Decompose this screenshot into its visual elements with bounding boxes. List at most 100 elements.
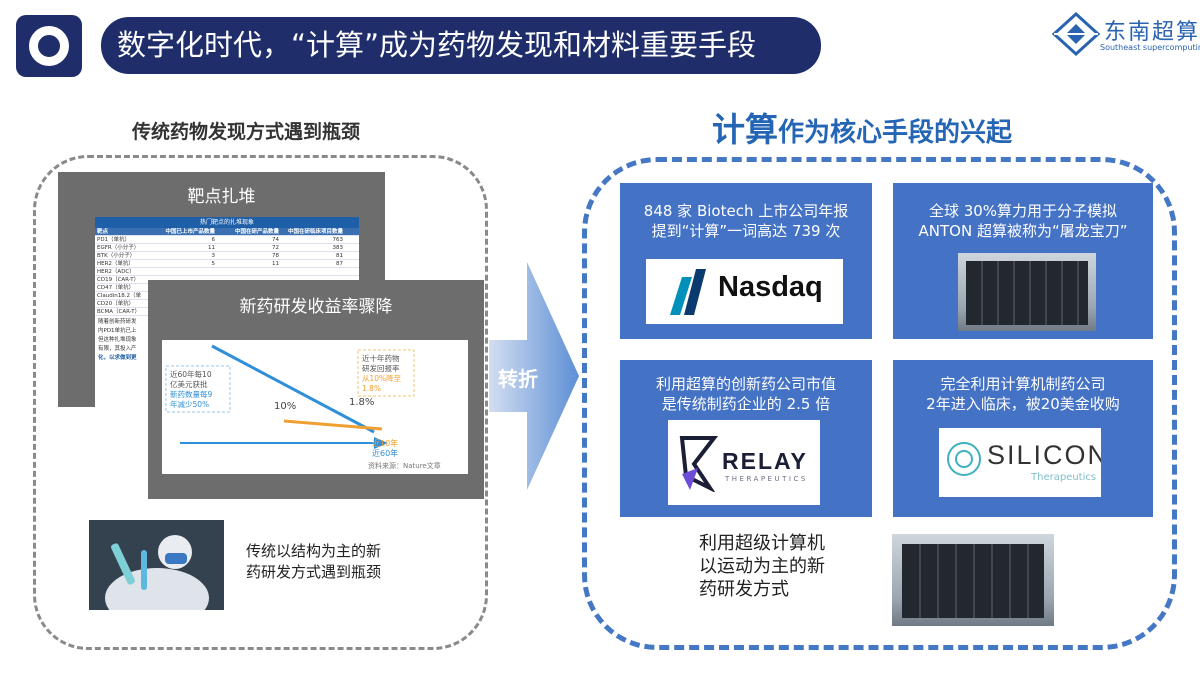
table-header: 中国在研临床项目数量 — [287, 229, 343, 235]
lab-researcher-photo — [89, 520, 224, 610]
transition-label: 转折 — [498, 367, 538, 391]
table-cell: 78 — [272, 253, 279, 259]
tile-text-line: 是传统制药企业的 2.5 倍 — [661, 395, 831, 413]
table-note: 随着创新药研发 内PD1单抗已上 但这种扎堆现象 有限，其投入产 化，以求做到更 — [95, 316, 359, 365]
tile-text-line: 提到“计算”一词高达 739 次 — [651, 222, 841, 240]
rd-return-chart-svg: 近60年每10 亿美元获批 新药数量每9 年减少50% 近十年药物 研发回报率 … — [165, 344, 441, 470]
right-note-line: 1.8% — [362, 384, 381, 393]
left-dashed-frame — [33, 155, 488, 650]
tile-text-line: 全球 30%算力用于分子模拟 — [928, 202, 1118, 220]
left-caption: 传统以结构为主的新 药研发方式遇到瓶颈 — [246, 541, 381, 583]
left-note-box — [165, 365, 231, 413]
tile-text-line: 利用超算的创新药公司市值 — [655, 375, 836, 393]
supercomputer-photo — [892, 534, 1054, 626]
right-note-line: 近十年药物 — [362, 353, 400, 363]
table-cell: 87 — [336, 261, 343, 267]
right-heading-emphasis: 计算 — [712, 110, 778, 149]
right-caption-line: 以运动为主的新 — [699, 556, 825, 577]
table-row: BTK（小分子） 3 78 81 — [95, 252, 359, 260]
left-note-line: 年减少50% — [170, 399, 209, 409]
rd-return-title: 新药研发收益率骤降 — [239, 297, 393, 317]
table-header: 靶点 — [97, 229, 109, 235]
table-cell: EGFR（小分子） — [97, 245, 140, 251]
rd-return-card: 新药研发收益率骤降 近60年每10 亿美元获批 新药数量每9 年减少50% 近十… — [148, 280, 484, 499]
right-heading: 计算作为核心手段的兴起 — [712, 103, 1012, 151]
table-cell: 383 — [332, 245, 344, 251]
nasdaq-wordmark: Nasdaq — [718, 271, 823, 303]
tile-text-line: 848 家 Biotech 上市公司年报 — [643, 202, 849, 220]
table-cell: 763 — [332, 237, 344, 243]
trend-line-blue — [211, 344, 375, 434]
table-cell — [281, 268, 345, 275]
right-heading-rest: 作为核心手段的兴起 — [778, 118, 1013, 148]
target-crowding-title: 靶点扎堆 — [187, 187, 256, 207]
relay-wordmark: RELAY — [722, 448, 808, 474]
page-title: 数字化时代，“计算”成为药物发现和材料重要手段 — [101, 17, 821, 74]
table-cell: 3 — [211, 253, 216, 259]
tile-text-line: 2年进入临床，被20美金收购 — [926, 395, 1120, 413]
table-note-line: 但这种扎堆现象 — [98, 337, 137, 343]
table-cell — [217, 268, 281, 275]
table-row: EGFR（小分子） 11 72 383 — [95, 244, 359, 252]
table-cell: HER2（单抗） — [97, 261, 134, 267]
nasdaq-logo: Nasdaq — [646, 259, 843, 324]
table-cell: PD1（单抗） — [97, 237, 131, 243]
left-caption-line: 药研发方式遇到瓶颈 — [246, 563, 382, 581]
axis-label: 近60年 — [372, 448, 398, 458]
table-cell: Claudin18.2（单 — [97, 293, 141, 299]
left-heading: 传统药物发现方式遇到瓶颈 — [132, 121, 361, 143]
left-note-line: 新药数量每9 — [170, 389, 212, 399]
right-note-box — [357, 349, 415, 397]
table-header: 中国在研产品数量 — [234, 229, 279, 235]
table-header-row: 靶点 中国已上市产品数量 中国在研产品数量 中国在研临床项目数量 — [95, 228, 359, 236]
silicon-subtitle: Therapeutics — [1031, 472, 1097, 483]
left-caption-line: 传统以结构为主的新 — [246, 542, 382, 560]
nasdaq-mark-icon — [670, 269, 706, 315]
right-caption-line: 药研发方式 — [699, 579, 789, 600]
rd-return-chart: 近60年每10 亿美元获批 新药数量每9 年减少50% 近十年药物 研发回报率 … — [162, 340, 468, 474]
brand-name: 东南超算 — [1104, 20, 1200, 45]
hot-target-table-title: 热门靶点的扎堆现象 — [95, 217, 359, 228]
left-note-line: 亿美元获批 — [170, 379, 208, 389]
table-cell: BCMA（CAR-T） — [97, 309, 141, 315]
table-row: HER2（单抗） 5 11 87 — [95, 260, 359, 268]
brand-emblem-icon — [1052, 12, 1100, 56]
table-cell: 11 — [208, 245, 215, 251]
table-cell: 5 — [211, 261, 216, 267]
value-label-18: 1.8% — [349, 397, 374, 408]
table-cell: BTK（小分子） — [97, 253, 136, 259]
table-cell: 72 — [272, 245, 279, 251]
table-cell: 74 — [272, 237, 279, 243]
server-rack-illustration — [966, 261, 1088, 325]
right-note-line: 研发回报率 — [362, 363, 400, 373]
table-cell: 81 — [336, 253, 343, 259]
table-row: HER2（ADC） — [95, 268, 359, 276]
app-logo — [16, 15, 82, 77]
brand-subtitle: Southeast supercomputing — [1100, 43, 1200, 52]
table-note-line: 化，以求做到更 — [98, 355, 137, 361]
table-cell — [153, 268, 217, 275]
right-caption: 利用超级计算机 以运动为主的新 药研发方式 — [699, 532, 825, 601]
tile-text-line: 完全利用计算机制药公司 — [940, 375, 1106, 393]
table-cell: HER2（ADC） — [97, 269, 135, 275]
table-note-line: 内PD1单抗已上 — [98, 328, 137, 334]
relay-logo: RELAY THERAPEUTICS — [668, 420, 820, 505]
brand-logo: 东南超算 Southeast supercomputing — [1052, 10, 1200, 70]
table-note-line: 随着创新药研发 — [98, 319, 137, 325]
left-note-line: 近60年每10 — [170, 369, 212, 379]
right-note-line: 从10%降至 — [362, 373, 402, 383]
table-header: 中国已上市产品数量 — [165, 229, 215, 235]
transition-arrow-icon — [489, 262, 579, 490]
timeline-arrowhead — [374, 437, 388, 449]
axis-label: 近10年 — [372, 438, 398, 448]
table-cell: 11 — [272, 261, 279, 267]
tile-text-line: ANTON 超算被称为“屠龙宝刀” — [918, 222, 1128, 240]
silicon-logo: SILICON Therapeutics — [939, 428, 1101, 497]
table-note-line: 有限，其投入产 — [98, 346, 137, 352]
right-caption-line: 利用超级计算机 — [699, 533, 825, 554]
server-rack-illustration — [902, 544, 1044, 618]
table-cell: CD19（CAR-T） — [97, 277, 140, 283]
chart-source: 资料来源：Nature文章 — [368, 461, 441, 470]
table-cell: CD20（单抗） — [97, 301, 135, 307]
